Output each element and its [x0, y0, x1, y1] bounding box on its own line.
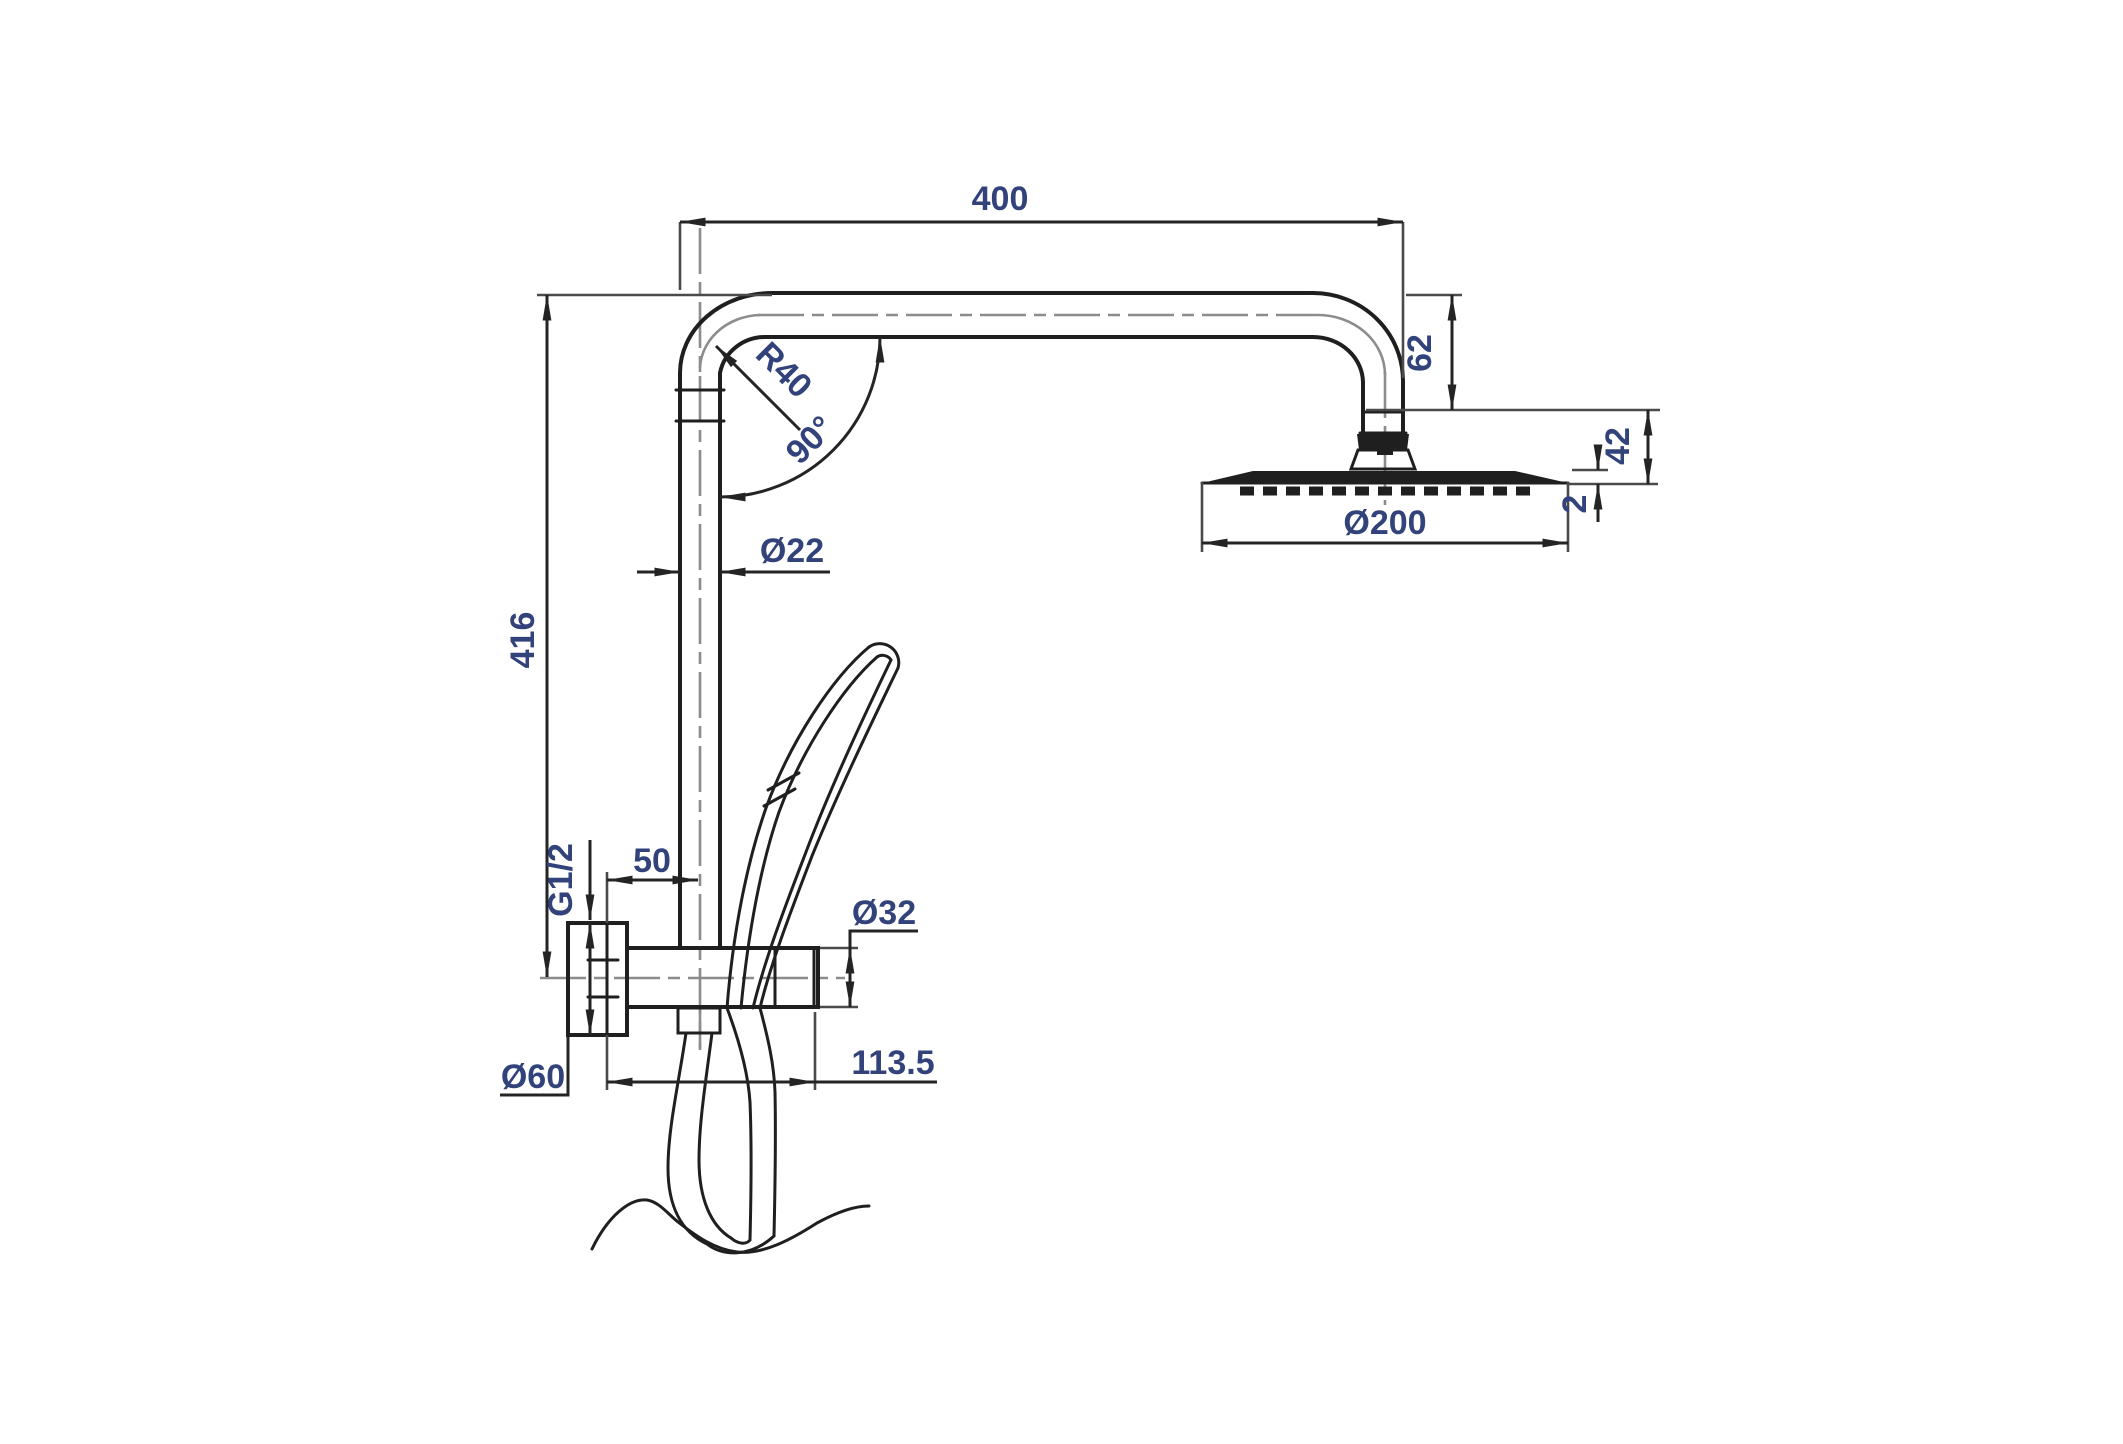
- handle-seam: [766, 771, 801, 792]
- hose-right-outer: [758, 1006, 777, 1238]
- leader-r40: [714, 344, 802, 432]
- dim-head-diameter: Ø200: [1343, 504, 1426, 542]
- hose-right-inner: [725, 1006, 753, 1242]
- dim-riser-height: 416: [504, 612, 542, 669]
- connector-detail: [1377, 447, 1393, 455]
- hose-u-inner: [729, 1236, 752, 1245]
- valve-body: [625, 946, 820, 1035]
- leader-60: [500, 1037, 570, 1097]
- right-elbow-outer: [1311, 291, 1405, 383]
- connector-nut: [1357, 434, 1409, 450]
- handle-inner-left: [739, 655, 879, 1010]
- left-elbow-centerline: [698, 313, 761, 373]
- dim-head-height: 42: [1599, 427, 1637, 465]
- dim-elbow-radius: R40: [748, 335, 819, 406]
- handle-cap-inner: [875, 653, 893, 662]
- right-elbow-centerline: [1317, 313, 1387, 376]
- hand-shower: [725, 642, 901, 1010]
- shower-head: [1200, 410, 1570, 496]
- angle-arc-90: [719, 336, 885, 502]
- valve-body-outline: [625, 946, 820, 1009]
- dim-escutcheon-diameter: Ø60: [501, 1058, 565, 1096]
- handle-cap-outer: [867, 642, 901, 670]
- dim-head-drop: 62: [1401, 334, 1439, 372]
- dim-body-length: 113.5: [851, 1044, 934, 1082]
- hose-fitting: [676, 1006, 722, 1035]
- dim-wall-to-riser: 50: [633, 842, 671, 880]
- centerlines: [540, 228, 1387, 1050]
- handle-seam: [762, 787, 797, 808]
- handle-inner-right: [751, 658, 893, 1010]
- dim-riser-pipe-diameter: Ø22: [760, 532, 824, 570]
- leader-32: [848, 929, 918, 948]
- dim-head-plate-thickness: 2: [1556, 495, 1594, 514]
- dimension-texts: 400 416 62 42 2 Ø200 Ø22 R40 90° G1/2 50…: [501, 180, 1637, 1096]
- dimension-lines: [500, 217, 1653, 1097]
- right-elbow-inner: [1311, 335, 1365, 385]
- handle-outer-right: [758, 666, 900, 1010]
- head-plate: [1202, 471, 1568, 483]
- shower-hose: [590, 1006, 871, 1255]
- break-wave-line: [590, 1198, 871, 1254]
- dim-body-diameter: Ø32: [852, 894, 916, 932]
- handle-outer-left: [725, 645, 871, 1010]
- hose-left-inner: [697, 1031, 733, 1240]
- dim-inlet-thread: G1/2: [542, 843, 580, 917]
- extension-lines: [537, 222, 1660, 1090]
- dim-top-arm-width: 400: [972, 180, 1029, 218]
